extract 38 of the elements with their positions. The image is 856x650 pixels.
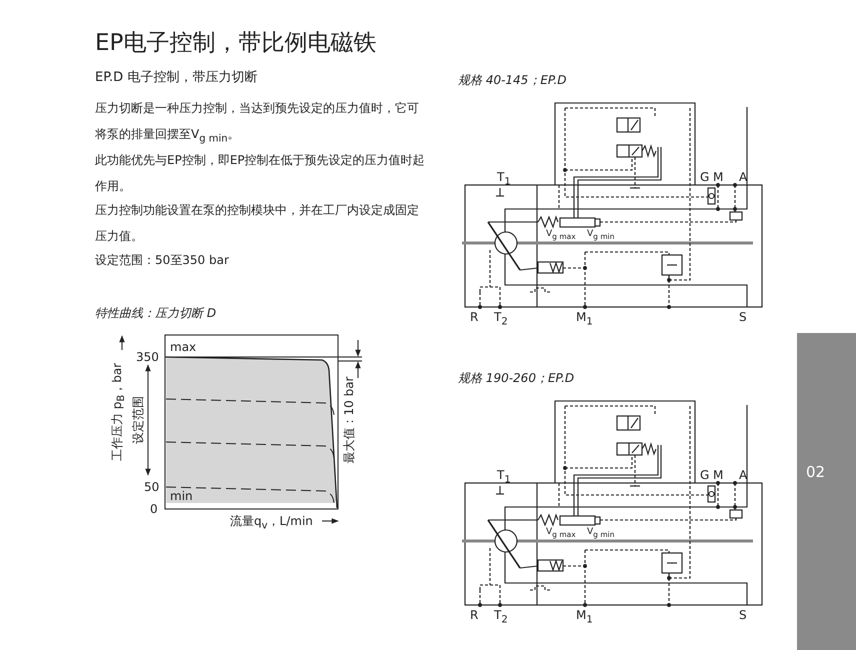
paragraph: 设定范围：50至350 bar xyxy=(95,252,230,269)
port-label: S xyxy=(739,310,747,324)
port-label: V$_{g min}$ xyxy=(587,229,614,241)
tolerance-label: 最大值：10 bar xyxy=(342,376,356,464)
port-label: G xyxy=(700,170,710,184)
port-label: M xyxy=(713,468,724,482)
x-axis-label: 流量q$_{v}$，L/min xyxy=(230,514,313,532)
max-label: max xyxy=(170,340,196,354)
chart-title: 特性曲线：压力切断 D xyxy=(95,306,216,320)
port-label: S xyxy=(739,608,747,622)
section-heading: EP.D 电子控制，带压力切断 xyxy=(95,70,258,86)
port-label: V$_{g max}$ xyxy=(546,527,576,539)
paragraph: 压力控制功能设置在泵的控制模块中，并在工厂内设定成固定压力值。 xyxy=(95,202,420,245)
port-label: T$_{1}$ xyxy=(497,170,511,188)
range-label: 设定范围 xyxy=(130,396,146,444)
port-label: A xyxy=(739,468,748,482)
port-label: T$_{2}$ xyxy=(494,608,508,626)
paragraph: 此功能优先与EP控制，即EP控制在低于预先设定的压力值时起作用。 xyxy=(95,152,426,195)
port-label: G xyxy=(700,468,710,482)
port-label: R xyxy=(470,310,478,324)
tick-label: 0 xyxy=(150,502,158,516)
tick-label: 50 xyxy=(144,480,160,494)
paragraph: 压力切断是一种压力控制，当达到预先设定的压力值时，它可将泵的排量回摆至V$_{g min}$。 xyxy=(95,100,420,146)
tick-label: 350 xyxy=(136,350,159,364)
schematic-title: 规格 40-145；EP.D xyxy=(458,73,567,88)
port-label: M$_{1}$ xyxy=(576,608,593,626)
page-number: 02 xyxy=(806,463,826,481)
port-label: T$_{1}$ xyxy=(497,468,511,486)
schematic-title: 规格 190-260；EP.D xyxy=(458,371,574,386)
port-label: R xyxy=(470,608,478,622)
page-title: EP电子控制，带比例电磁铁 xyxy=(95,30,376,58)
port-label: T$_{2}$ xyxy=(494,310,508,328)
port-label: M$_{1}$ xyxy=(576,310,593,328)
port-label: M xyxy=(713,170,724,184)
min-label: min xyxy=(170,489,193,504)
port-label: A xyxy=(739,170,748,184)
port-label: V$_{g max}$ xyxy=(546,229,576,241)
port-label: V$_{g min}$ xyxy=(587,527,614,539)
